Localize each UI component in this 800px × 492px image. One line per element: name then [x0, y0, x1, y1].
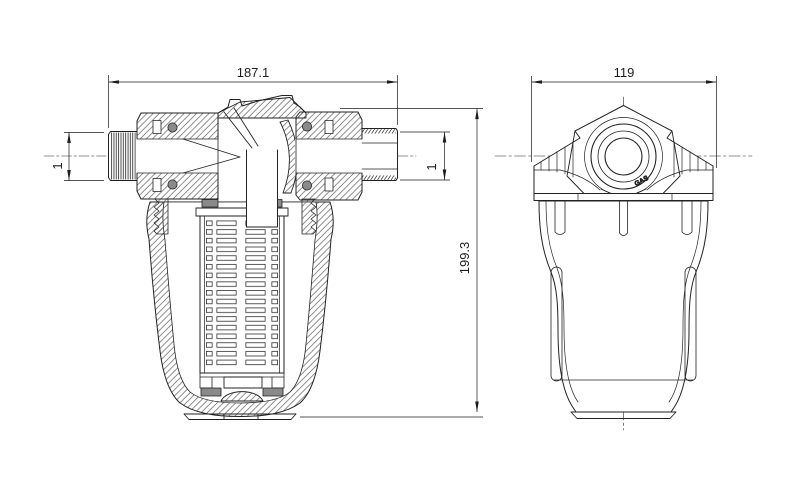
- clamp-band: [533, 193, 714, 201]
- gasket-right: [262, 387, 284, 397]
- dim-outlet-thread: 1: [400, 131, 450, 181]
- seal-top-left: [201, 199, 219, 208]
- dim-total-height: 199.3: [300, 108, 483, 418]
- oring-bottom-left: [167, 179, 178, 190]
- oring-top-right: [301, 121, 312, 132]
- side-view: GAS: [494, 96, 753, 431]
- dim-inlet-thread: 1: [50, 132, 104, 181]
- port-bore-circle: [604, 137, 643, 176]
- oring-bottom-right: [301, 180, 312, 191]
- dim-side-width: 119: [531, 65, 717, 168]
- oring-top-left: [167, 122, 178, 133]
- bottom-plateau: [223, 376, 263, 389]
- bowl-thread-left: [153, 198, 169, 235]
- wing-ribs-left: [533, 141, 601, 191]
- dim-inlet-thread-text: 1: [50, 162, 65, 169]
- dim-side-width-text: 119: [614, 65, 635, 80]
- dim-total-height-text: 199.3: [457, 242, 472, 275]
- dim-total-length-text: 187.1: [237, 65, 270, 80]
- rib-slot-left: [550, 266, 563, 382]
- bowl-tabs: [554, 200, 693, 236]
- port-chamfer-circle: [597, 130, 650, 183]
- dimensions: 187.1 119 199.3 1 1: [50, 65, 717, 418]
- front-section-view: [43, 95, 417, 420]
- outlet-thread: [361, 128, 398, 181]
- center-pipe: [246, 149, 278, 228]
- rib-slot-right: [684, 266, 697, 382]
- deflector: [279, 119, 298, 194]
- filter-cartridge: [195, 199, 289, 402]
- bowl-thread-right: [301, 198, 317, 235]
- gasket-left: [200, 387, 222, 397]
- inlet-thread: [108, 131, 138, 181]
- bowl-cavity: [162, 201, 318, 404]
- dim-total-length: 187.1: [108, 65, 398, 128]
- bowl-inner-lines: [545, 200, 702, 403]
- bottom-boss: [220, 391, 264, 402]
- head-profile-side: [533, 105, 714, 194]
- head-top-outline: [217, 95, 307, 114]
- foot-ring-front: [183, 413, 297, 420]
- foot-ring-side: [570, 411, 677, 419]
- port-outer-circle: [590, 123, 657, 190]
- inlet-cone: [182, 107, 259, 174]
- dim-outlet-thread-text: 1: [424, 163, 439, 170]
- wing-ribs-right: [646, 141, 714, 191]
